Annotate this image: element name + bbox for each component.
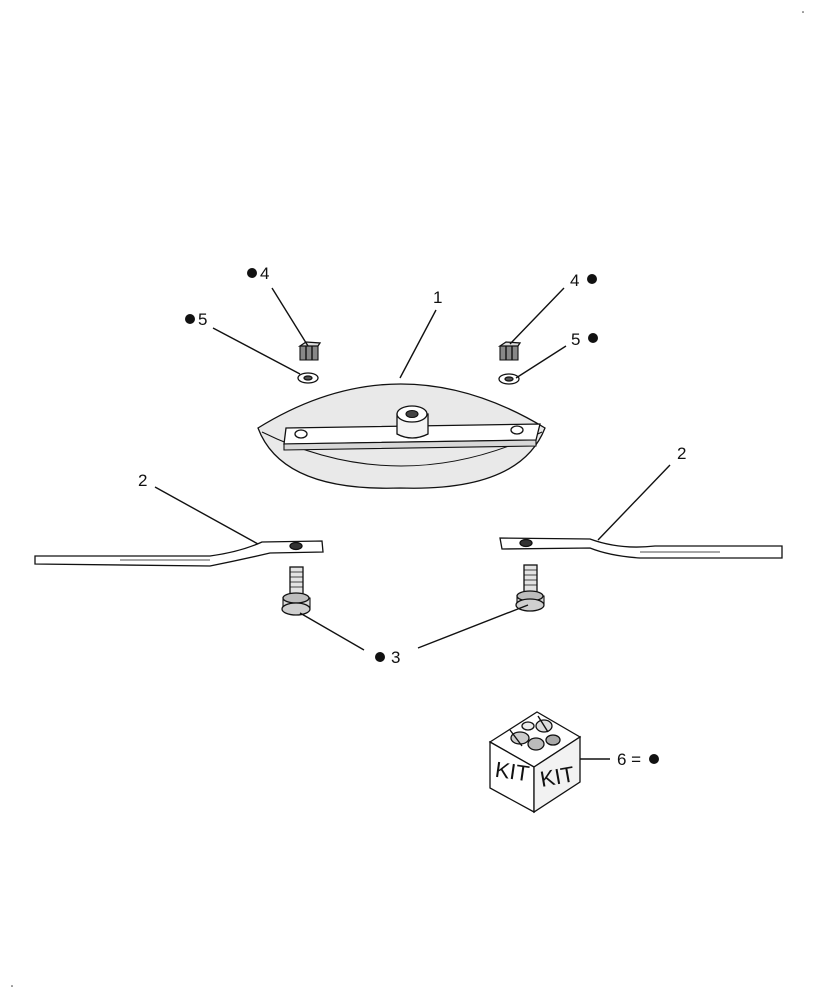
leader-blade-right — [597, 464, 671, 541]
nut-right — [497, 341, 522, 361]
callout-nut-left-number: 4 — [260, 264, 269, 283]
callout-blade-left-number: 2 — [138, 471, 147, 490]
leader-blade-left — [154, 486, 259, 545]
callout-kit-number: 6 = — [617, 750, 641, 769]
bolt-right — [515, 564, 545, 612]
callout-nut-right: 4 — [570, 271, 597, 290]
kit-contents — [509, 715, 561, 751]
callout-blade-right-number: 2 — [677, 444, 686, 463]
kit-label-left: KIT — [493, 757, 530, 787]
leader-washer-right — [515, 345, 567, 379]
callout-washer-right-number: 5 — [571, 330, 580, 349]
callout-bolt: 3 — [375, 648, 400, 667]
leader-washer-left — [212, 327, 301, 375]
scan-speck — [11, 985, 13, 987]
blade-left — [34, 540, 324, 567]
leader-disc — [399, 309, 437, 379]
callout-washer-left-number: 5 — [198, 310, 207, 329]
disc-hub — [396, 405, 429, 439]
kit-dot-marker — [185, 314, 195, 324]
kit-box: KIT KIT — [488, 711, 582, 814]
callout-kit: 6 = — [617, 750, 659, 769]
callout-nut-left: 4 — [247, 264, 269, 283]
kit-label-right: KIT — [538, 761, 576, 792]
callout-blade-right: 2 — [677, 444, 686, 463]
leader-nut-left — [271, 287, 309, 347]
leader-bolt-right — [417, 604, 529, 649]
callout-disc-number: 1 — [433, 288, 442, 307]
nut-left — [297, 341, 322, 361]
callout-washer-left: 5 — [185, 310, 207, 329]
washer-left — [297, 372, 319, 384]
callout-bolt-number: 3 — [391, 648, 400, 667]
callout-blade-left: 2 — [138, 471, 147, 490]
kit-dot-marker — [588, 333, 598, 343]
kit-dot-marker — [649, 754, 659, 764]
leader-nut-right — [509, 287, 565, 345]
callout-nut-right-number: 4 — [570, 271, 579, 290]
leader-lines — [154, 287, 671, 760]
kit-dot-marker — [375, 652, 385, 662]
kit-dot-marker — [587, 274, 597, 284]
leader-bolt-left — [299, 612, 365, 651]
bolt-left — [281, 566, 311, 616]
kit-dot-marker — [247, 268, 257, 278]
washer-right — [498, 373, 520, 385]
blade-right — [499, 537, 783, 559]
callout-disc: 1 — [433, 288, 442, 307]
callout-washer-right: 5 — [571, 330, 598, 349]
scan-speck — [802, 11, 804, 13]
